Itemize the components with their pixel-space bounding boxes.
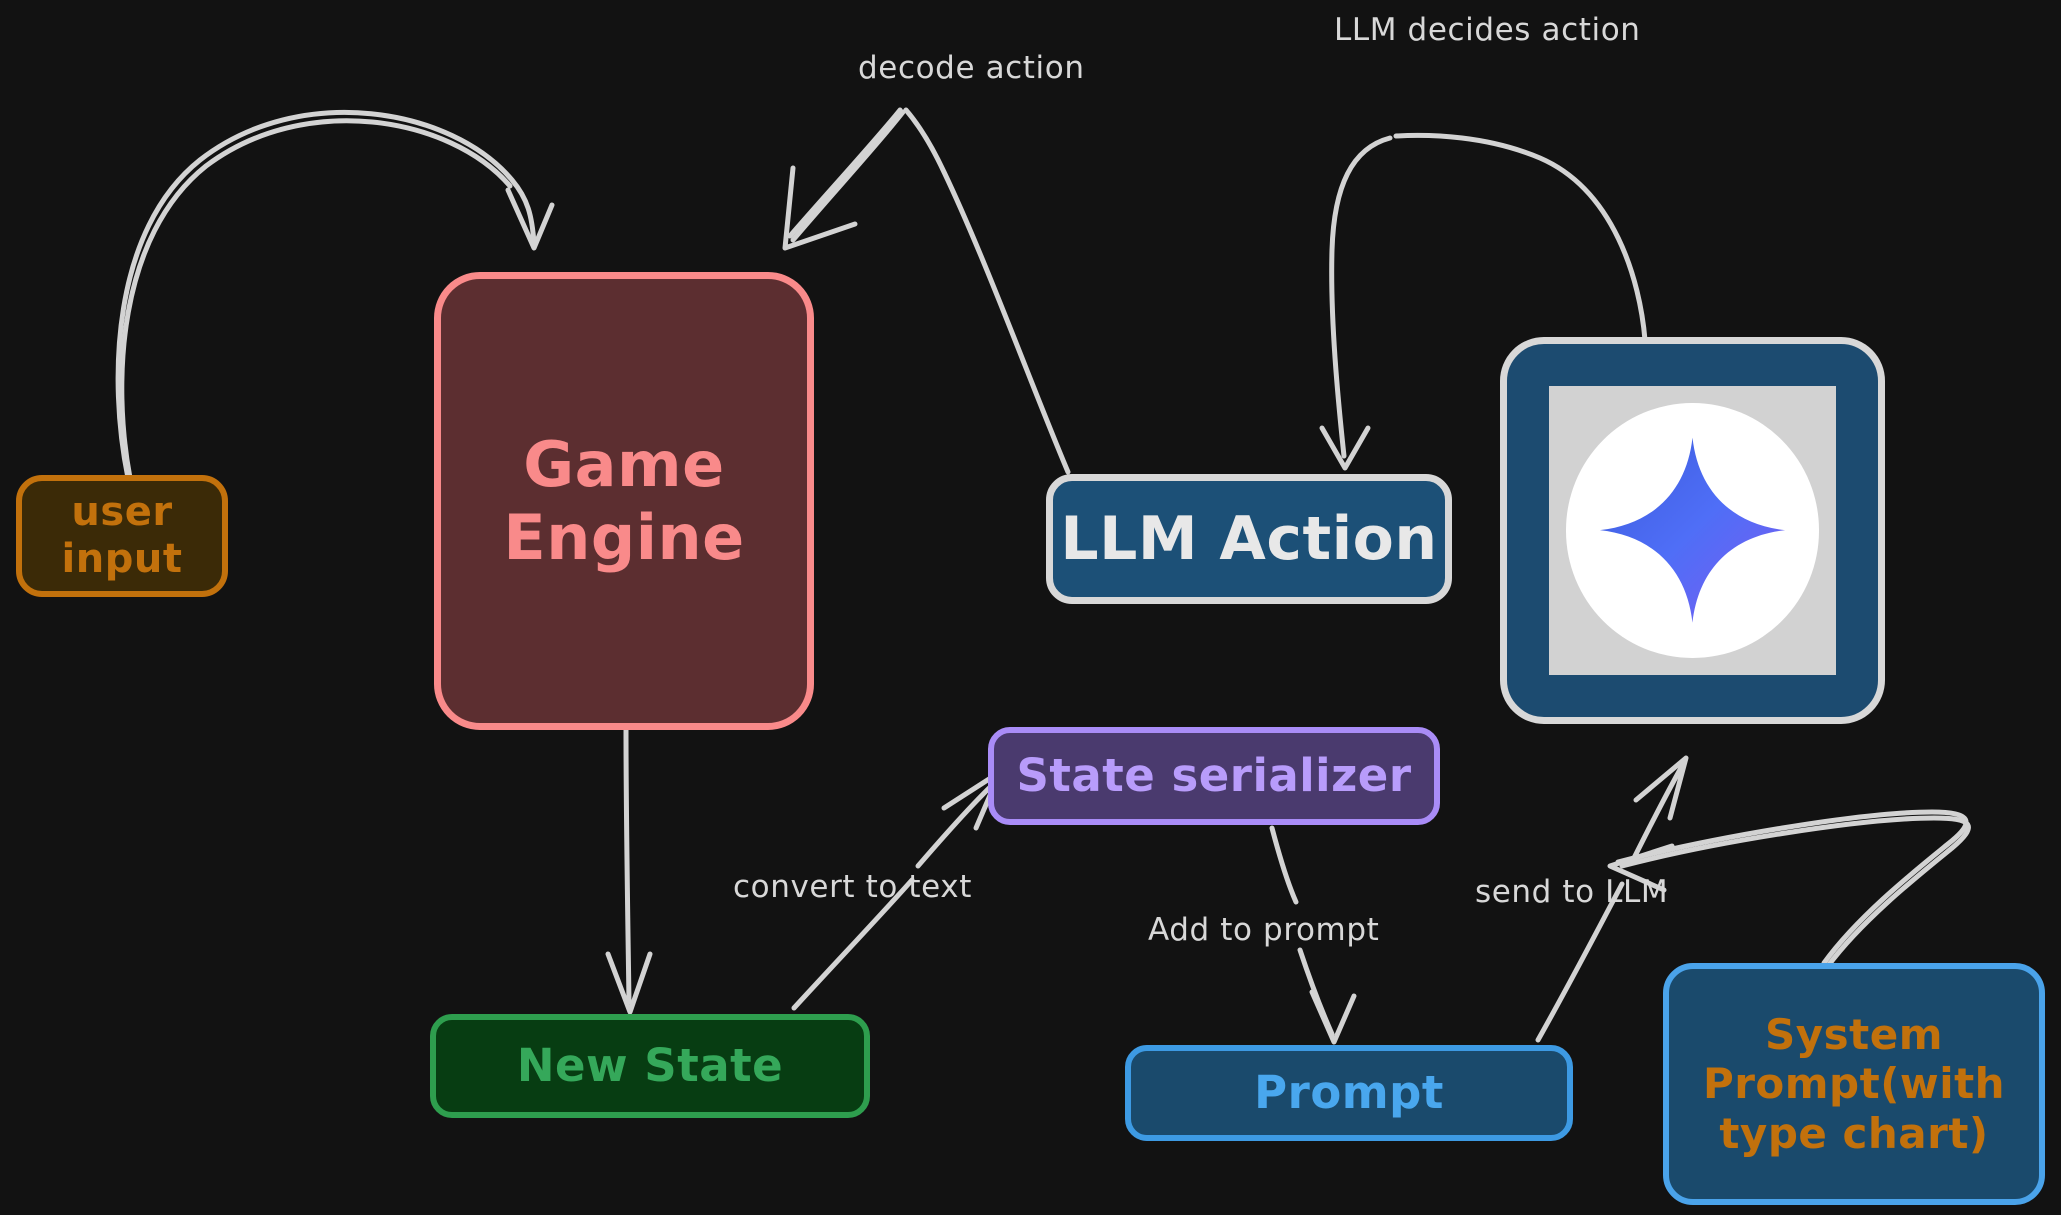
node-user-input-label: user input — [61, 488, 183, 582]
node-system-prompt-label: System Prompt(with type chart) — [1702, 1009, 2006, 1158]
node-game-engine[interactable]: Game Engine — [434, 272, 814, 730]
node-new-state[interactable]: New State — [430, 1014, 870, 1118]
node-new-state-label: New State — [516, 1039, 784, 1093]
edge-llm-action-to-game-engine — [782, 107, 1071, 475]
node-gemini-logo[interactable] — [1500, 337, 1885, 724]
node-prompt-label: Prompt — [1254, 1066, 1444, 1120]
gemini-disc — [1566, 403, 1819, 658]
gemini-plate — [1549, 386, 1836, 675]
node-user-input[interactable]: user input — [16, 475, 228, 597]
edge-label-decode-action: decode action — [858, 50, 1085, 86]
node-state-serializer-label: State serializer — [1016, 749, 1412, 803]
node-llm-action[interactable]: LLM Action — [1046, 474, 1452, 604]
gemini-sparkle-icon — [1599, 437, 1786, 624]
edge-label-add-to-prompt: Add to prompt — [1148, 912, 1380, 948]
node-game-engine-label: Game Engine — [503, 427, 745, 574]
node-state-serializer[interactable]: State serializer — [988, 727, 1440, 825]
edge-label-send-to-llm: send to LLM — [1475, 874, 1669, 910]
node-prompt[interactable]: Prompt — [1125, 1045, 1573, 1141]
edge-game-engine-to-new-state — [605, 727, 653, 1015]
node-llm-action-label: LLM Action — [1060, 503, 1438, 574]
edge-label-convert-to-text: convert to text — [733, 869, 972, 905]
edge-label-llm-decides-action: LLM decides action — [1334, 12, 1641, 48]
node-system-prompt[interactable]: System Prompt(with type chart) — [1663, 963, 2045, 1205]
